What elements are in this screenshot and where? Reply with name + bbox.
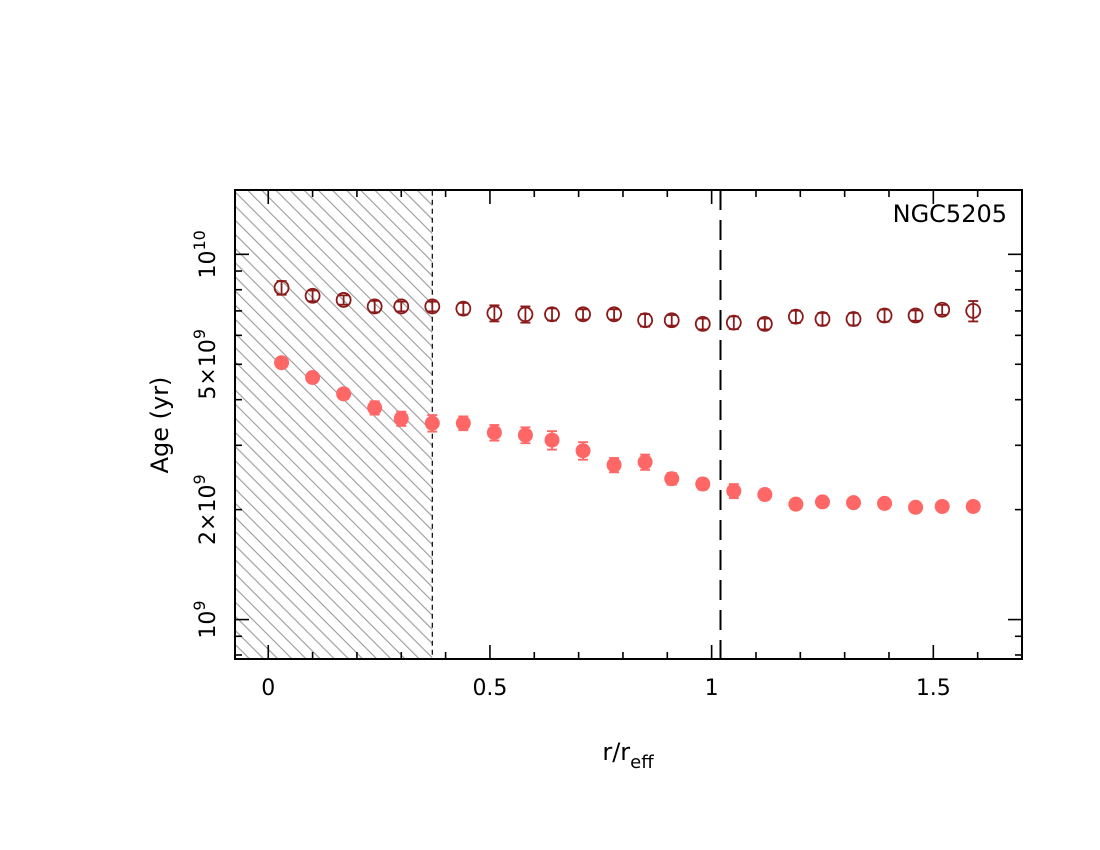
y-tick-label: 5×109: [190, 329, 221, 400]
data-point: [907, 307, 924, 324]
data-point: [846, 495, 862, 511]
data-point: [335, 292, 352, 308]
data-point: [606, 457, 622, 473]
data-point: [788, 496, 804, 512]
data-point: [965, 498, 981, 514]
data-point: [517, 427, 533, 443]
y-tick-label-mantissa: 2×10: [196, 485, 221, 545]
data-point: [876, 307, 893, 324]
y-tick-label-mantissa: 5×10: [196, 339, 221, 399]
data-point: [336, 386, 352, 402]
data-point: [366, 298, 383, 315]
data-point: [637, 454, 653, 470]
x-tick-label: 0.5: [472, 676, 507, 701]
axis-ticks: [235, 190, 1022, 659]
data-point: [637, 312, 654, 329]
data-point: [695, 476, 711, 492]
data-point: [274, 355, 290, 371]
data-point: [725, 314, 742, 331]
data-point: [486, 425, 502, 441]
data-point: [814, 494, 830, 510]
data-point: [544, 432, 560, 448]
data-point: [934, 301, 951, 318]
data-point: [273, 279, 290, 296]
series-open-circle: [273, 279, 982, 332]
data-point: [544, 306, 560, 323]
y-tick-label-exponent: 9: [190, 600, 209, 610]
data-points: [273, 279, 982, 515]
y-axis-title: Age (yr): [146, 377, 174, 474]
plot-frame: [234, 189, 1023, 660]
data-point: [367, 400, 383, 416]
data-point: [757, 487, 773, 503]
x-tick-label: 1.5: [916, 676, 951, 701]
data-point: [845, 311, 862, 327]
data-point: [393, 298, 410, 315]
data-point: [694, 315, 711, 332]
data-point: [575, 306, 591, 323]
data-point: [877, 495, 893, 511]
data-point: [934, 498, 950, 514]
x-axis-title: r/reff: [602, 738, 654, 773]
series-filled-circle: [274, 355, 981, 515]
data-point: [814, 311, 831, 327]
data-point: [517, 306, 534, 323]
annotation-label: NGC5205: [893, 200, 1007, 228]
data-point: [663, 312, 680, 329]
x-axis-title-main: r/r: [602, 738, 630, 766]
data-point: [304, 287, 321, 304]
data-point: [787, 308, 804, 325]
y-tick-label-exponent: 9: [190, 474, 209, 484]
y-tick-label-mantissa: 10: [196, 250, 221, 278]
data-point: [455, 415, 471, 431]
y-tick-label: 109: [190, 600, 221, 638]
data-point: [606, 306, 622, 323]
data-point: [305, 370, 321, 386]
y-tick-label-exponent: 10: [190, 230, 209, 250]
data-point: [664, 471, 680, 487]
y-tick-label: 2×109: [190, 474, 221, 545]
data-point: [424, 298, 441, 315]
data-point: [726, 483, 742, 499]
data-point: [908, 499, 924, 515]
data-point: [486, 305, 503, 322]
x-tick-labels: 0 0.5 1 1.5: [261, 676, 951, 701]
data-point: [756, 315, 773, 332]
x-tick-label: 0: [261, 676, 275, 701]
x-tick-label: 1: [705, 676, 719, 701]
y-tick-label: 1010: [190, 230, 221, 278]
x-axis-title-sub: eff: [630, 752, 654, 773]
data-point: [424, 415, 440, 431]
data-point: [393, 411, 409, 427]
y-tick-label-mantissa: 10: [196, 611, 221, 639]
y-tick-label-exponent: 9: [190, 329, 209, 339]
data-point: [965, 303, 982, 319]
data-point: [575, 443, 591, 459]
data-point: [455, 300, 472, 317]
